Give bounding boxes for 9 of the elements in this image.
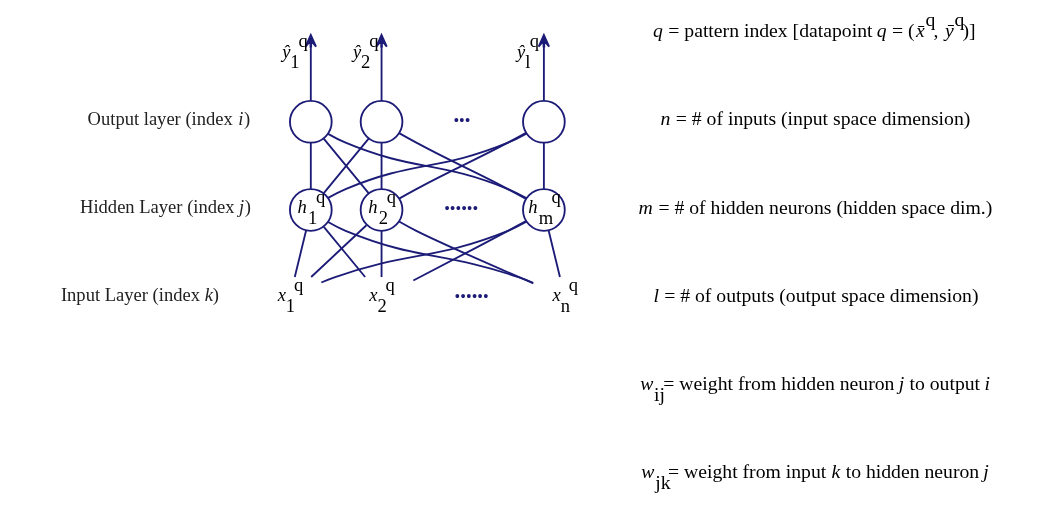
label: l = # of outputs (output space dimension): [653, 283, 979, 306]
label: Output layer (index i): [87, 108, 251, 130]
label: n = # of inputs (input space dimension): [660, 107, 971, 130]
label: Input Layer (index k): [60, 284, 220, 306]
label: •••: [453, 112, 471, 131]
label: m = # of hidden neurons (hidden space dim.): [638, 195, 993, 218]
label: ••••••: [454, 288, 489, 307]
label: ••••••: [444, 200, 479, 219]
label: Hidden Layer (index j): [80, 196, 251, 218]
